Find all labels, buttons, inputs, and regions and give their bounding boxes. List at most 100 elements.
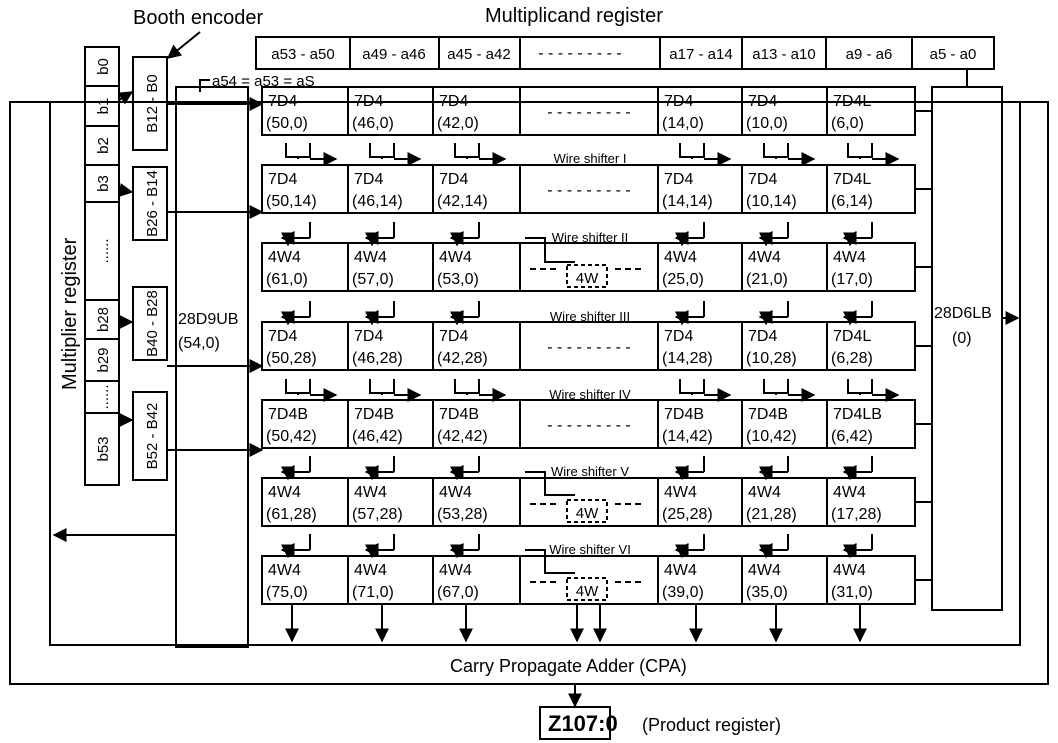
multiplicand-cell: a49 - a46	[362, 46, 425, 63]
booth-pointer-arrow	[166, 31, 201, 59]
pp-cell-type: 7D4B	[439, 406, 479, 423]
shifter-bracket	[285, 379, 311, 395]
outer-frame	[9, 101, 1049, 685]
pp-cell-coord: (42,42)	[437, 428, 488, 445]
pp-cell-coord: (14,14)	[662, 193, 713, 210]
pp-cell-type: 4W4	[439, 562, 472, 579]
pp-cell-type: 4W4	[664, 484, 697, 501]
pp-cell-coord: (46,28)	[352, 350, 403, 367]
multiplier-cell: b53	[95, 436, 112, 461]
pp-cell-type: 4W4	[354, 484, 387, 501]
center-4w-label: 4W	[576, 583, 599, 600]
pp-cell-coord: (46,14)	[352, 193, 403, 210]
pp-cell-type: 4W4	[439, 249, 472, 266]
center-4w-cell	[566, 577, 608, 601]
pp-cell-type: 7D4	[664, 93, 693, 110]
pp-cell-type: 7D4	[664, 171, 693, 188]
pp-cell-coord: (10,28)	[746, 350, 797, 367]
pp-cell-coord: (46,0)	[352, 115, 394, 132]
pp-cell-coord: (53,28)	[437, 506, 488, 523]
center-4w-label: 4W	[576, 505, 599, 522]
center-4w-cell	[566, 499, 608, 523]
left-block-coord: (54,0)	[178, 335, 220, 352]
pp-cell-type: 4W4	[268, 249, 301, 266]
multiplicand-cell: a45 - a42	[447, 46, 510, 63]
cpa-label: Carry Propagate Adder (CPA)	[450, 656, 687, 676]
pp-cell-coord: (61,0)	[266, 271, 308, 288]
pp-cell-coord: (6,14)	[831, 193, 873, 210]
pp-cell-type: 7D4	[748, 93, 777, 110]
pp-cell-coord: (25,28)	[662, 506, 713, 523]
multiplier-cell: b2	[95, 137, 112, 154]
shifter-bracket	[763, 379, 789, 395]
pp-cell-type: 7D4	[748, 171, 777, 188]
pp-cell-coord: (71,0)	[352, 584, 394, 601]
pp-cell-coord: (50,28)	[266, 350, 317, 367]
pp-cell-type: 7D4B	[268, 406, 308, 423]
pp-cell-coord: (10,42)	[746, 428, 797, 445]
pp-cell-type: 4W4	[354, 249, 387, 266]
inner-frame	[49, 102, 1021, 646]
pp-row-gap: - - - - - - - - -	[547, 339, 631, 356]
pp-cell-type: 4W4	[664, 562, 697, 579]
pp-cell-coord: (57,0)	[352, 271, 394, 288]
pp-cell-coord: (6,28)	[831, 350, 873, 367]
pp-cell-coord: (57,28)	[352, 506, 403, 523]
pp-cell-type: 7D4L	[833, 93, 871, 110]
multiplicand-cell: a53 - a50	[271, 46, 334, 63]
pp-cell-coord: (25,0)	[662, 271, 704, 288]
pp-cell-type: 7D4	[268, 93, 297, 110]
pp-cell-type: 4W4	[748, 484, 781, 501]
multiplier-cell: b29	[95, 347, 112, 372]
multiplier-register-column	[84, 46, 120, 486]
pp-cell-type: 4W4	[833, 249, 866, 266]
pp-cell-coord: (67,0)	[437, 584, 479, 601]
booth-encoder-cell	[132, 391, 168, 481]
multiplier-cell: ......	[95, 238, 112, 263]
pp-cell-type: 7D4	[748, 328, 777, 345]
pp-cell-type: 7D4	[439, 328, 468, 345]
multiplier-cell: b3	[95, 175, 112, 192]
pp-cell-type: 4W4	[833, 562, 866, 579]
pp-cell-coord: (50,0)	[266, 115, 308, 132]
pp-cell-coord: (10,14)	[746, 193, 797, 210]
multiplicand-cell: a17 - a14	[669, 46, 732, 63]
pp-cell-coord: (50,42)	[266, 428, 317, 445]
shifter-bracket	[679, 143, 705, 159]
booth-encoder-label: B52 - B42	[144, 403, 161, 470]
booth-encoder-label: B12 - B0	[144, 74, 161, 132]
pp-cell-coord: (6,0)	[831, 115, 864, 132]
pp-cell-coord: (42,0)	[437, 115, 479, 132]
pp-cell-type: 7D4	[439, 171, 468, 188]
pp-cell-type: 7D4	[268, 171, 297, 188]
wire-shifter-label: Wire shifter III	[550, 309, 630, 324]
pp-cell-coord: (21,28)	[746, 506, 797, 523]
pp-cell-type: 7D4B	[748, 406, 788, 423]
wire-shifter-label: Wire shifter V	[551, 464, 629, 479]
pp-cell-coord: (61,28)	[266, 506, 317, 523]
center-route-wire	[525, 471, 575, 496]
pp-cell-coord: (39,0)	[662, 584, 704, 601]
center-route-wire	[525, 237, 575, 263]
pp-cell-type: 4W4	[439, 484, 472, 501]
shifter-bracket	[847, 379, 873, 395]
multiplier-register-label: Multiplier register	[59, 237, 81, 390]
pp-cell-coord: (6,42)	[831, 428, 873, 445]
shifter-bracket	[285, 143, 311, 159]
pp-cell-type: 4W4	[354, 562, 387, 579]
pp-cell-coord: (53,0)	[437, 271, 479, 288]
pp-cell-type: 7D4	[354, 328, 383, 345]
shifter-bracket	[369, 379, 395, 395]
pp-cell-type: 7D4B	[354, 406, 394, 423]
pp-cell-coord: (42,14)	[437, 193, 488, 210]
shifter-bracket	[454, 379, 480, 395]
right-block-coord: (0)	[952, 330, 972, 347]
shifter-bracket	[763, 143, 789, 159]
pp-cell-type: 4W4	[748, 562, 781, 579]
pp-cell-type: 7D4	[354, 93, 383, 110]
multiplicand-register-box	[255, 36, 995, 70]
shifter-bracket	[847, 143, 873, 159]
pp-cell-coord: (42,28)	[437, 350, 488, 367]
left-block-name: 28D9UB	[178, 311, 238, 328]
